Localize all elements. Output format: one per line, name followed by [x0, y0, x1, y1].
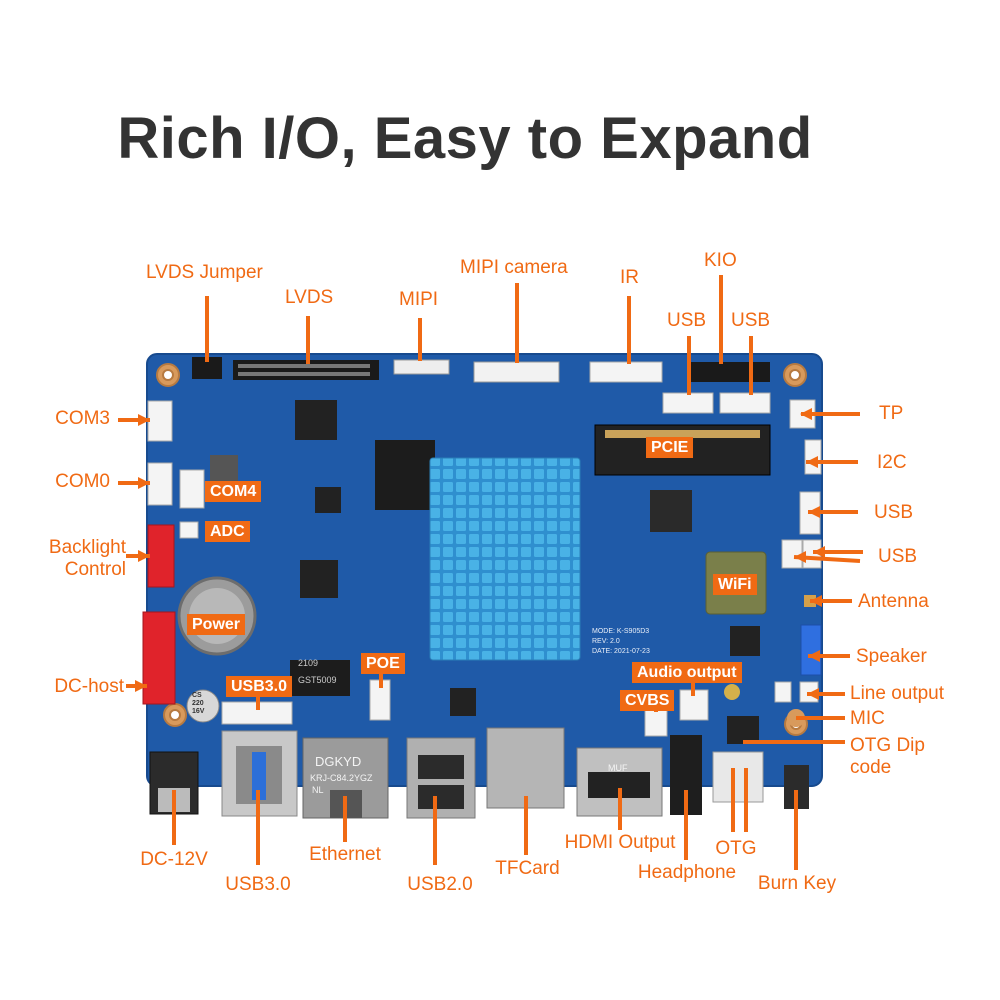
- tag-usb30: USB3.0: [226, 676, 293, 697]
- chip: [375, 440, 435, 510]
- usb-header-2: [719, 392, 771, 414]
- usb-right-connector-2: [781, 539, 803, 569]
- usb-header-1: [662, 392, 714, 414]
- tag-com4: COM4: [205, 481, 262, 502]
- dc-host-connector: [142, 611, 176, 705]
- label-usb30: USB3.0: [225, 874, 291, 895]
- label-com3: COM3: [55, 408, 110, 429]
- kio-header: [690, 362, 770, 382]
- label-usb-right-2: USB: [878, 546, 918, 567]
- mic-component: [724, 684, 740, 700]
- label-otg-dip-code: OTG Dip code: [850, 735, 925, 778]
- lvds-jumper-connector: [192, 357, 222, 379]
- label-burn-key: Burn Key: [757, 873, 837, 894]
- label-hdmi-output: HDMI Output: [564, 832, 676, 853]
- label-tfcard: TFCard: [495, 858, 560, 879]
- chip-code: GST5009: [298, 675, 337, 685]
- label-kio: KIO: [704, 250, 737, 271]
- com3-connector: [147, 400, 173, 442]
- chip: [450, 688, 476, 716]
- label-dc-host: DC-host: [54, 676, 124, 697]
- chip: [650, 490, 692, 532]
- line-output-connector: [774, 681, 792, 703]
- label-line-output: Line output: [850, 683, 945, 704]
- rj45-text: DGKYD KRJ-C84.2YGZ NL: [310, 754, 373, 795]
- label-usb20: USB2.0: [407, 874, 473, 895]
- mipi-camera-connector: [473, 361, 560, 383]
- label-usb-top-1: USB: [667, 310, 707, 331]
- label-ethernet: Ethernet: [309, 844, 381, 865]
- label-usb-right-1: USB: [874, 502, 914, 523]
- label-tp: TP: [879, 403, 904, 424]
- otg-port: [712, 751, 764, 803]
- inductor: [210, 455, 238, 483]
- label-ir: IR: [620, 267, 639, 288]
- mipi-connector: [393, 359, 450, 375]
- hdmi-brand: MUF: [608, 763, 628, 773]
- label-usb-top-2: USB: [731, 310, 771, 331]
- label-mic: MIC: [850, 708, 885, 729]
- tag-cap: CS 220 16V: [192, 692, 205, 715]
- label-mipi-camera: MIPI camera: [460, 257, 568, 278]
- tag-poe: POE: [361, 653, 405, 674]
- silkscreen-date: DATE: 2021-07-23: [592, 648, 650, 655]
- heatsink: [429, 457, 581, 661]
- tag-power: Power: [187, 614, 246, 635]
- label-i2c: I2C: [877, 452, 907, 473]
- label-mipi: MIPI: [399, 289, 439, 310]
- tag-audio-output: Audio output: [632, 662, 742, 683]
- label-speaker: Speaker: [856, 646, 927, 667]
- chip: [290, 660, 350, 696]
- tfcard-slot: [486, 727, 565, 809]
- rj45-nl: NL: [312, 785, 324, 795]
- tag-pcie: PCIE: [646, 437, 694, 458]
- silkscreen-rev: REV: 2.0: [592, 638, 620, 645]
- tag-cvbs: CVBS: [620, 690, 675, 711]
- chip: [295, 400, 337, 440]
- label-headphone: Headphone: [637, 862, 737, 883]
- tag-adc: ADC: [205, 521, 250, 542]
- ir-connector: [589, 361, 663, 383]
- otg-dip-switch: [727, 716, 759, 744]
- tag-wifi: WiFi: [713, 574, 757, 595]
- capacitor: [186, 689, 220, 723]
- com0-connector: [147, 462, 173, 506]
- chip-date: 2109: [298, 658, 318, 668]
- adc-connector: [179, 521, 199, 539]
- chip: [730, 626, 760, 656]
- rj45-brand: DGKYD: [315, 754, 361, 769]
- speaker-connector: [800, 624, 822, 676]
- com4-connector: [179, 469, 205, 509]
- leader-arrowheads: [135, 408, 825, 700]
- chip: [315, 487, 341, 513]
- label-lvds: LVDS: [285, 287, 334, 308]
- page-title: Rich I/O, Easy to Expand: [117, 106, 813, 171]
- i2c-connector: [804, 439, 822, 475]
- backlight-connector: [147, 524, 175, 588]
- label-backlight-control: Backlight Control: [48, 537, 126, 580]
- chip: [300, 560, 338, 598]
- silkscreen-model: MODE: K-S905D3: [592, 628, 649, 635]
- label-otg: OTG: [715, 838, 757, 859]
- label-com0: COM0: [55, 471, 110, 492]
- label-antenna: Antenna: [858, 591, 929, 612]
- label-dc-12v: DC-12V: [140, 849, 208, 870]
- silkscreen-text: MODE: K-S905D3 REV: 2.0 DATE: 2021-07-23…: [298, 628, 650, 685]
- leader-lines: [118, 275, 863, 870]
- rj45-model: KRJ-C84.2YGZ: [310, 773, 373, 783]
- label-lvds-jumper: LVDS Jumper: [146, 262, 263, 283]
